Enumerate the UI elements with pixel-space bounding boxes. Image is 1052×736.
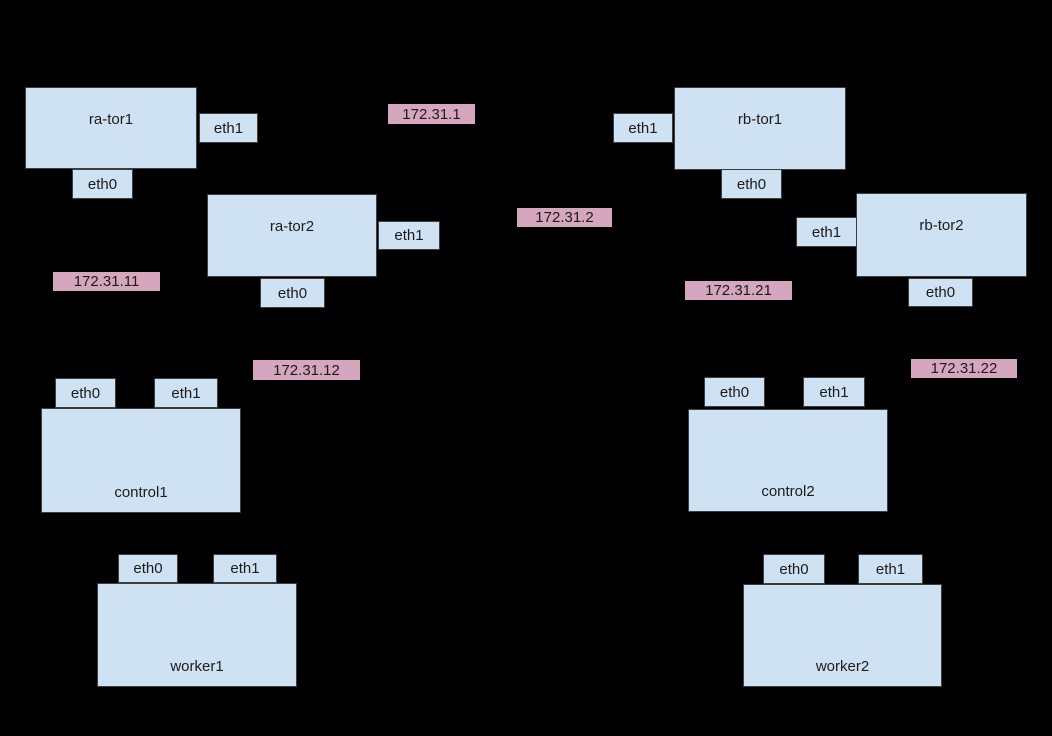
node-worker2: worker2 — [743, 584, 942, 687]
node-label-control1: control1 — [114, 484, 168, 501]
ip-label-172.31.1: 172.31.1 — [388, 104, 475, 124]
node-rb-tor2: rb-tor2 — [856, 193, 1027, 277]
node-control1: control1 — [41, 408, 241, 513]
ip-label-172.31.21: 172.31.21 — [685, 281, 792, 300]
port-ra-tor2-eth1: eth1 — [378, 221, 440, 250]
node-label-rb-tor2: rb-tor2 — [919, 217, 964, 234]
port-control2-eth0: eth0 — [704, 377, 765, 407]
ip-label-172.31.12: 172.31.12 — [253, 360, 360, 380]
port-worker1-eth1: eth1 — [213, 554, 277, 583]
node-label-worker2: worker2 — [815, 658, 870, 675]
node-control2: control2 — [688, 409, 888, 512]
ip-label-172.31.2: 172.31.2 — [517, 208, 612, 227]
node-label-control2: control2 — [761, 483, 815, 500]
node-worker1: worker1 — [97, 583, 297, 687]
node-label-rb-tor1: rb-tor1 — [737, 111, 783, 128]
port-ra-tor2-eth0: eth0 — [260, 278, 325, 308]
port-control2-eth1: eth1 — [803, 377, 865, 407]
node-label-worker1: worker1 — [170, 658, 224, 675]
port-rb-tor1-eth0: eth0 — [721, 169, 782, 199]
port-control1-eth1: eth1 — [154, 378, 218, 408]
node-label-ra-tor1: ra-tor1 — [88, 111, 134, 128]
ip-label-172.31.22: 172.31.22 — [911, 359, 1017, 378]
port-worker2-eth1: eth1 — [858, 554, 923, 584]
node-rb-tor1: rb-tor1 — [674, 87, 846, 170]
port-rb-tor1-eth1: eth1 — [613, 113, 673, 143]
port-rb-tor2-eth1: eth1 — [796, 217, 857, 247]
ip-label-172.31.11: 172.31.11 — [53, 272, 160, 291]
port-worker2-eth0: eth0 — [763, 554, 825, 584]
port-worker1-eth0: eth0 — [118, 554, 178, 583]
node-ra-tor2: ra-tor2 — [207, 194, 377, 277]
port-ra-tor1-eth1: eth1 — [199, 113, 258, 143]
node-ra-tor1: ra-tor1 — [25, 87, 197, 169]
node-label-ra-tor2: ra-tor2 — [269, 218, 315, 235]
port-ra-tor1-eth0: eth0 — [72, 169, 133, 199]
port-rb-tor2-eth0: eth0 — [908, 278, 973, 307]
port-control1-eth0: eth0 — [55, 378, 116, 408]
